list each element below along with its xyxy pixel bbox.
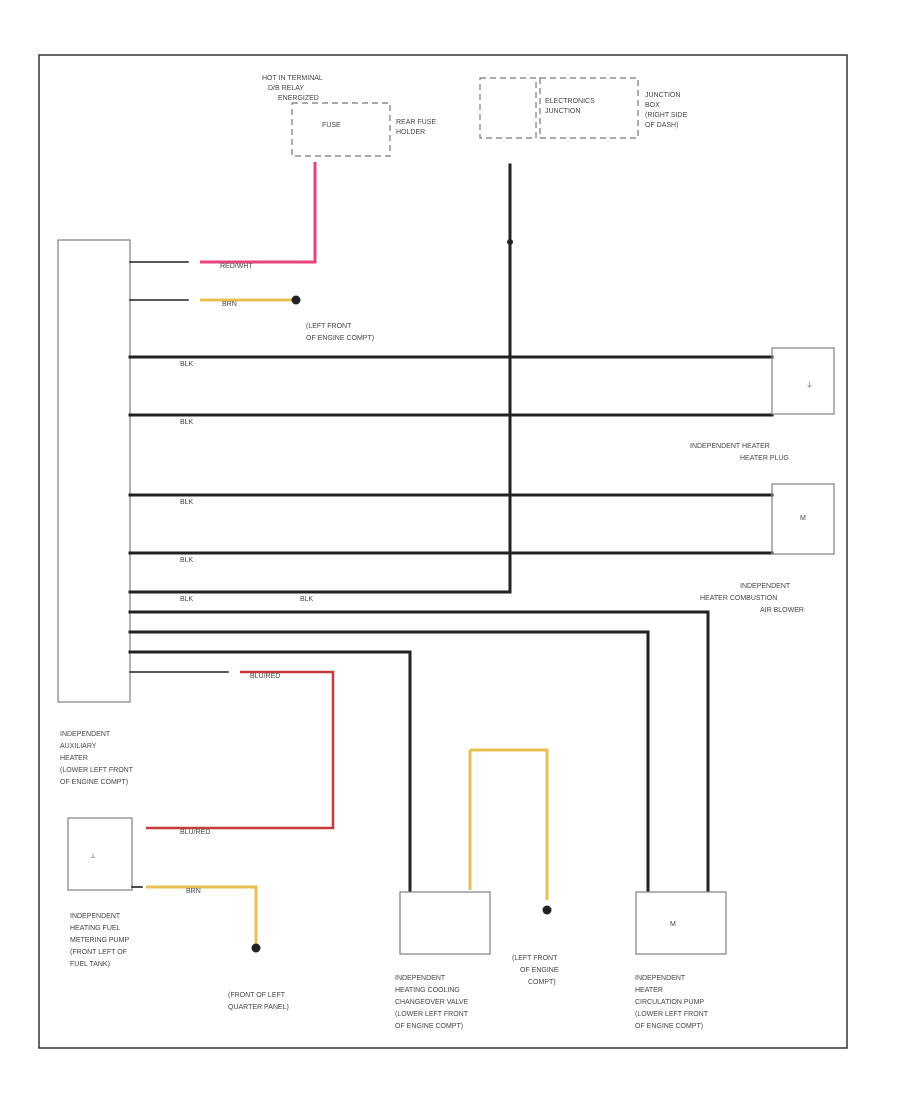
- circ-label-1: INDEPENDENT: [635, 975, 686, 982]
- jb-label-4: OF DASH): [645, 122, 678, 129]
- red-wire: [146, 670, 335, 830]
- pump-label-5: FUEL TANK): [70, 961, 110, 968]
- fuse-holder-label-2: HOLDER: [396, 129, 425, 136]
- fuel-pump-symbol: ⊥: [90, 853, 96, 860]
- g2-line-1: (FRONT OF LEFT: [228, 992, 286, 999]
- ground-point-1: [291, 295, 301, 305]
- blured-label-2: BLU/RED: [180, 829, 210, 836]
- valve-label-2: HEATING COOLING: [395, 987, 460, 994]
- valve-label-4: (LOWER LEFT FRONT: [395, 1011, 469, 1018]
- heater-label-2: AUXILIARY: [60, 743, 97, 750]
- circ-label-2: HEATER: [635, 987, 663, 994]
- pump-ground-wire: [146, 885, 258, 944]
- plug-label-2: HEATER PLUG: [740, 455, 789, 462]
- diagram-frame: [38, 54, 848, 1049]
- pump-label-1: INDEPENDENT: [70, 913, 121, 920]
- electronics-junction: ELECTRONICS JUNCTION JUNCTION BOX (RIGHT…: [479, 77, 688, 139]
- circ-label-3: CIRCULATION PUMP: [635, 999, 704, 1006]
- circ-pump-symbol: M: [670, 921, 676, 928]
- jb-label-3: (RIGHT SIDE: [645, 112, 688, 119]
- blk-label-3: BLK: [180, 499, 194, 506]
- fuse-header-1: HOT IN TERMINAL: [262, 75, 323, 82]
- brn-wire-label-1: BRN: [222, 301, 237, 308]
- fuse-holder-box: [291, 102, 391, 157]
- blower-label-3: AIR BLOWER: [760, 607, 804, 614]
- valve-label-5: OF ENGINE COMPT): [395, 1023, 463, 1030]
- fuse-header-3: ENERGIZED: [278, 95, 319, 102]
- circulation-pump-box: [635, 891, 727, 955]
- blower-symbol: M: [800, 515, 806, 522]
- ground-point-2: [251, 943, 261, 953]
- brn-wire-label-2: BRN: [186, 888, 201, 895]
- air-blower-box: [771, 483, 835, 555]
- blower-label-1: INDEPENDENT: [740, 583, 791, 590]
- valve-wire-1: [128, 650, 412, 892]
- fuse-holder-label-1: REAR FUSE: [396, 119, 436, 126]
- pink-wire-label: RED/WHT: [220, 263, 253, 270]
- blk-label-5: BLK: [180, 596, 194, 603]
- ground-point-3: [542, 905, 552, 915]
- g2-line-2: QUARTER PANEL): [228, 1004, 289, 1011]
- heater-label-3: HEATER: [60, 755, 88, 762]
- valve-label-1: INDEPENDENT: [395, 975, 446, 982]
- valve-ground-wire: [470, 748, 549, 900]
- fuel-pump-box: [67, 817, 133, 891]
- pink-wire: [200, 162, 317, 264]
- pump-label-4: (FRONT LEFT OF: [70, 949, 127, 956]
- pump-label-2: HEATING FUEL: [70, 925, 121, 932]
- g3-line-3: COMPT): [528, 979, 556, 986]
- blk-label-2: BLK: [180, 419, 194, 426]
- ecu-wire-node: [507, 239, 513, 245]
- blk-label-6: BLK: [300, 596, 314, 603]
- pump-label-3: METERING PUMP: [70, 937, 129, 944]
- auxiliary-heater-box: [57, 239, 131, 703]
- blk-label-4: BLK: [180, 557, 194, 564]
- g3-line-1: (LEFT FRONT: [512, 955, 558, 962]
- circ-label-4: (LOWER LEFT FRONT: [635, 1011, 709, 1018]
- valve-box: [399, 891, 491, 955]
- ecu-label-1: ELECTRONICS: [545, 98, 595, 105]
- g1-line-1: (LEFT FRONT: [306, 323, 352, 330]
- blower-label-2: HEATER COMBUSTION: [700, 595, 777, 602]
- fuse-label: FUSE: [322, 122, 341, 129]
- g3-line-2: OF ENGINE: [520, 967, 559, 974]
- g1-line-2: OF ENGINE COMPT): [306, 335, 374, 342]
- junction-box-outline: [539, 77, 639, 139]
- jb-label-1: JUNCTION: [645, 92, 680, 99]
- heater-plug-box: [771, 347, 835, 415]
- rear-fuse-holder: HOT IN TERMINAL D/B RELAY ENERGIZED FUSE…: [262, 75, 436, 157]
- circ-label-5: OF ENGINE COMPT): [635, 1023, 703, 1030]
- circ-wire-1: [128, 610, 710, 892]
- ecu-label-2: JUNCTION: [545, 108, 580, 115]
- heater-label-5: OF ENGINE COMPT): [60, 779, 128, 786]
- heater-label-4: (LOWER LEFT FRONT: [60, 767, 134, 774]
- jb-label-2: BOX: [645, 102, 660, 109]
- fuse-header-2: D/B RELAY: [268, 85, 304, 92]
- blk-label-1: BLK: [180, 361, 194, 368]
- circ-wire-2: [128, 630, 650, 892]
- plug-label-1: INDEPENDENT HEATER: [690, 443, 770, 450]
- ecu-box: [479, 77, 537, 139]
- heater-plug-symbol: ⏚: [806, 381, 813, 389]
- blured-label-1: BLU/RED: [250, 673, 280, 680]
- heater-label-1: INDEPENDENT: [60, 731, 111, 738]
- valve-label-3: CHANGEOVER VALVE: [395, 999, 469, 1006]
